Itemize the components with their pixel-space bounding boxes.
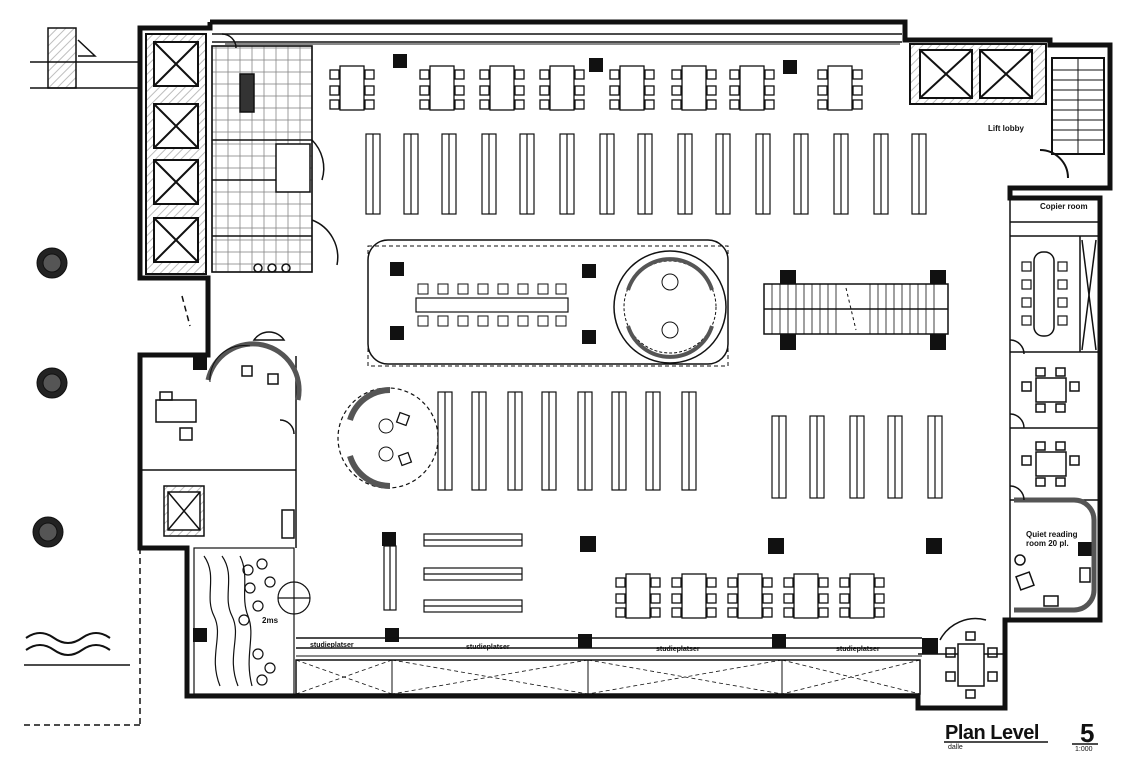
- low-shelves: [383, 533, 523, 613]
- escalator: [763, 283, 949, 335]
- right-core: [909, 43, 1105, 179]
- bottom-glazing: [295, 637, 922, 695]
- left-office: [140, 295, 302, 548]
- label-window-seat-2: studieplatser: [466, 644, 510, 651]
- low-table-groups: [615, 573, 885, 619]
- plan-title: Plan Level: [945, 722, 1039, 744]
- central-island: [367, 239, 729, 367]
- toilets: [211, 33, 339, 273]
- plan-scale: 1:000: [1075, 746, 1093, 753]
- top-shelves: [365, 133, 927, 215]
- round-nook: [337, 387, 439, 489]
- label-copier-room: Copier room: [1040, 202, 1088, 211]
- label-window-seat-3: studieplatser: [656, 646, 700, 653]
- label-window-seat-1: studieplatser: [310, 642, 354, 649]
- pillars: [193, 54, 1092, 654]
- exterior-left: [24, 27, 141, 726]
- columns: [32, 247, 68, 548]
- mid-shelves-right: [771, 415, 943, 499]
- left-shafts: [145, 33, 207, 275]
- right-rooms: [918, 198, 1100, 699]
- label-group-room: Quiet reading room 20 pl.: [1026, 530, 1078, 548]
- label-room-left: 2ms: [262, 616, 279, 625]
- top-glazing: [212, 33, 902, 45]
- plan-level-number: 5: [1080, 718, 1095, 748]
- plan-subtitle: dalle: [948, 744, 963, 751]
- building-walls: [137, 19, 1113, 711]
- label-lift-lobby: Lift lobby: [988, 124, 1024, 133]
- left-lounge: [193, 547, 311, 695]
- label-window-seat-4: studieplatser: [836, 646, 880, 653]
- top-table-groups: [329, 65, 863, 111]
- mid-shelves-left: [437, 391, 697, 491]
